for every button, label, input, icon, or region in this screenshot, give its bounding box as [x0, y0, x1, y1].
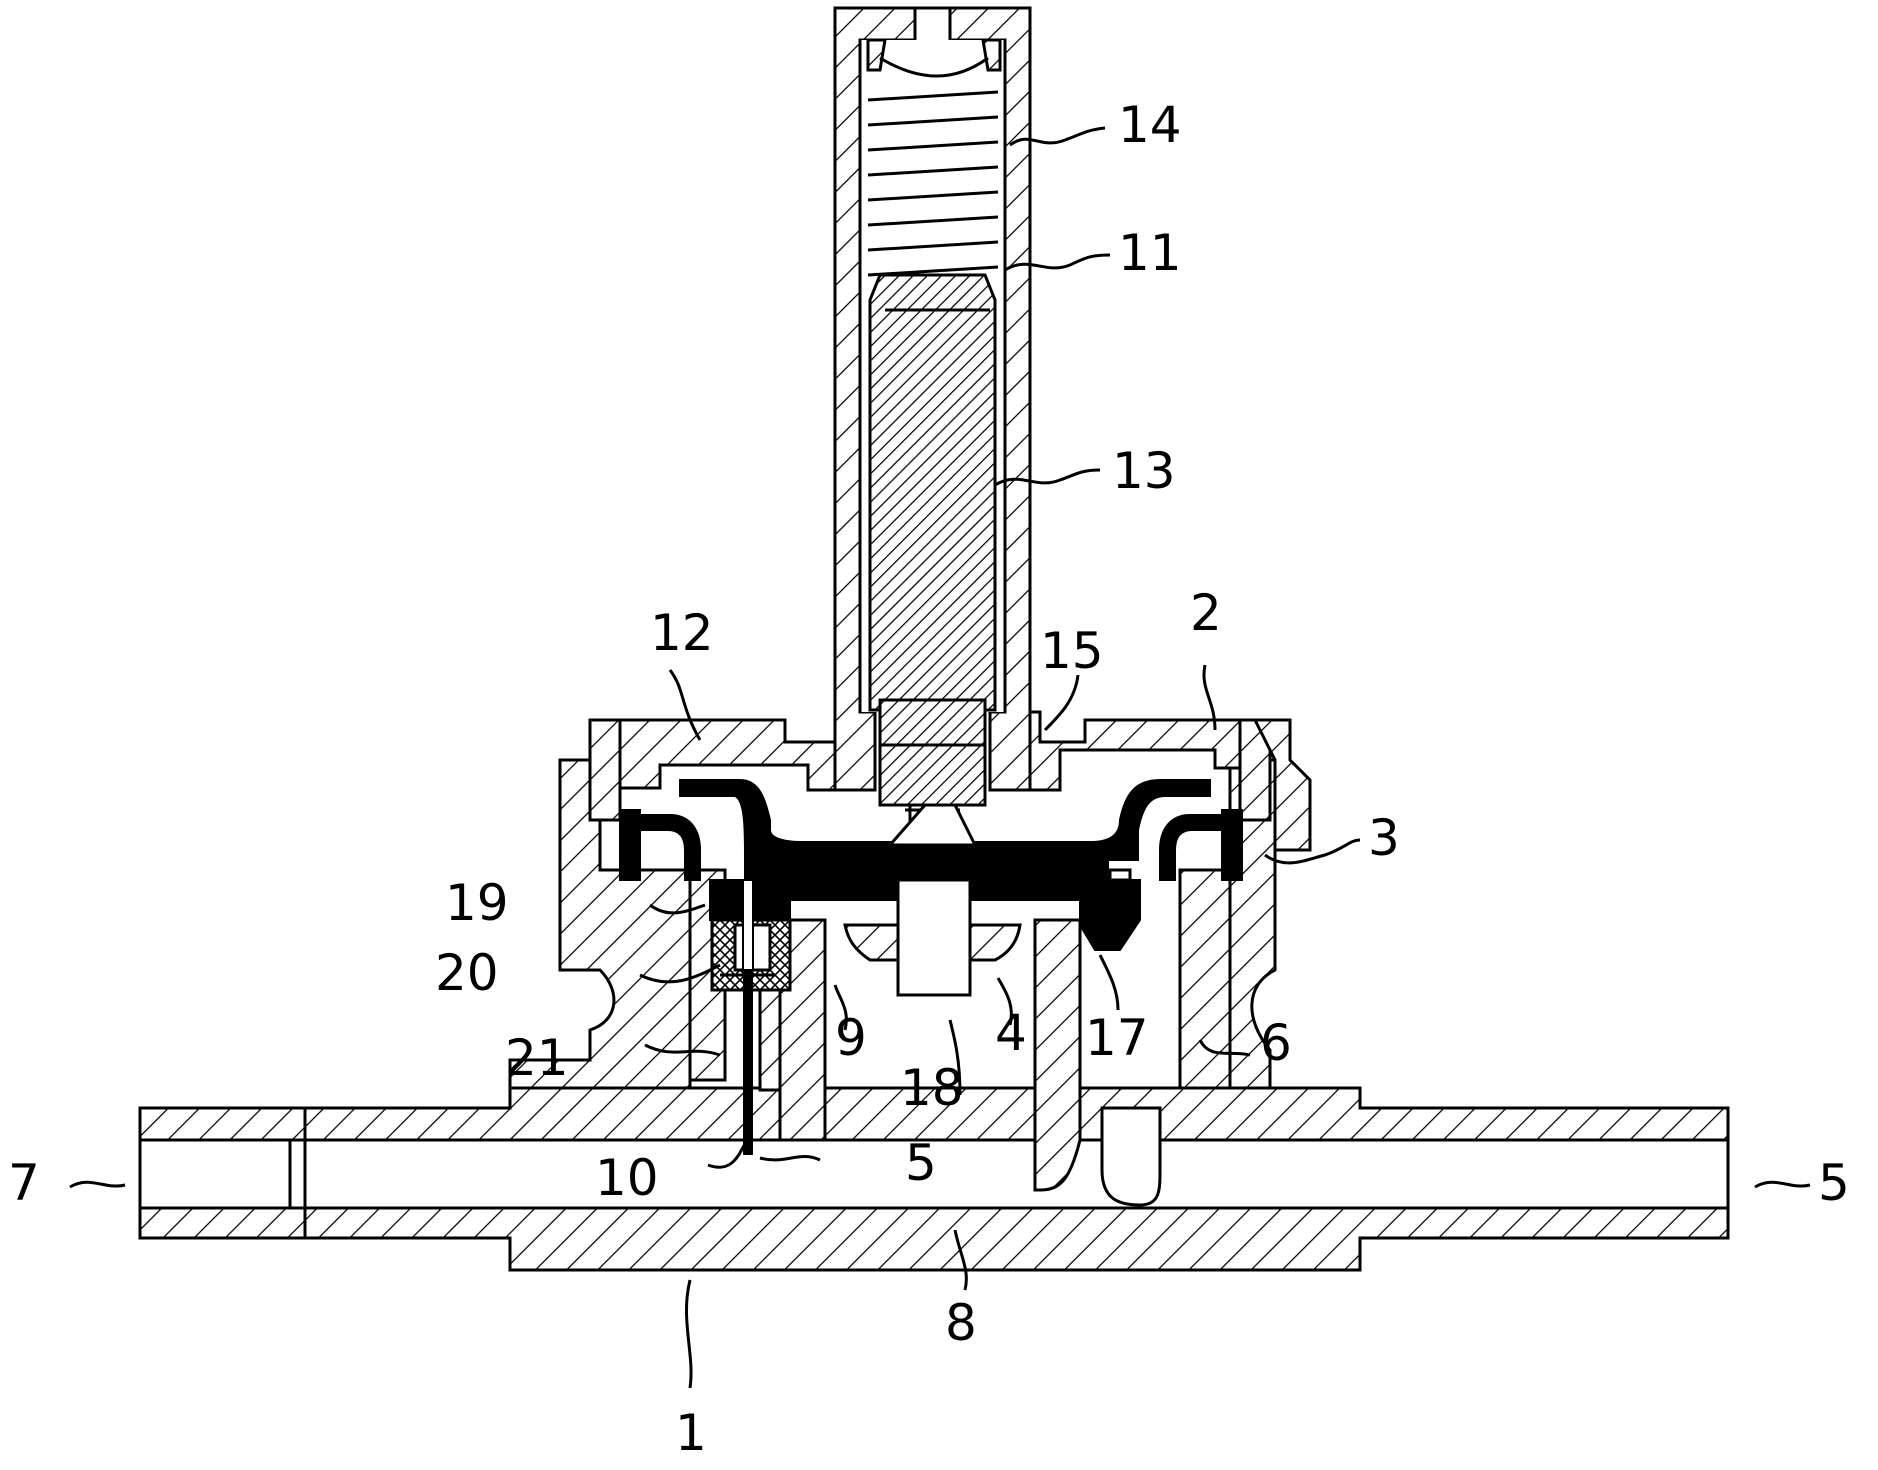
label-5-center: 5 — [905, 1134, 937, 1192]
label-15: 15 — [1040, 622, 1104, 680]
label-19: 19 — [445, 874, 509, 932]
label-14: 14 — [1118, 96, 1182, 154]
label-18: 18 — [900, 1059, 964, 1117]
label-21: 21 — [505, 1029, 569, 1087]
label-20: 20 — [435, 944, 499, 1002]
label-13: 13 — [1112, 442, 1176, 500]
diaphragm-assembly — [619, 779, 1241, 1155]
label-1: 1 — [675, 1404, 707, 1462]
plunger — [868, 273, 997, 862]
label-7: 7 — [8, 1154, 40, 1212]
label-2: 2 — [1190, 584, 1222, 642]
spring — [867, 90, 999, 277]
label-11: 11 — [1118, 224, 1182, 282]
part-labels: 14 11 13 12 2 15 3 19 20 9 4 17 6 21 18 … — [8, 96, 1850, 1462]
seal-ring — [619, 809, 1243, 881]
label-10: 10 — [595, 1149, 659, 1207]
label-3: 3 — [1368, 809, 1400, 867]
label-12: 12 — [650, 604, 714, 662]
leader-lines — [69, 126, 1811, 1389]
label-6: 6 — [1260, 1014, 1292, 1072]
label-5-right: 5 — [1818, 1154, 1850, 1212]
label-17: 17 — [1085, 1009, 1149, 1067]
cover — [588, 710, 1312, 852]
label-9: 9 — [835, 1009, 867, 1067]
label-8: 8 — [945, 1294, 977, 1352]
label-4: 4 — [995, 1004, 1027, 1062]
